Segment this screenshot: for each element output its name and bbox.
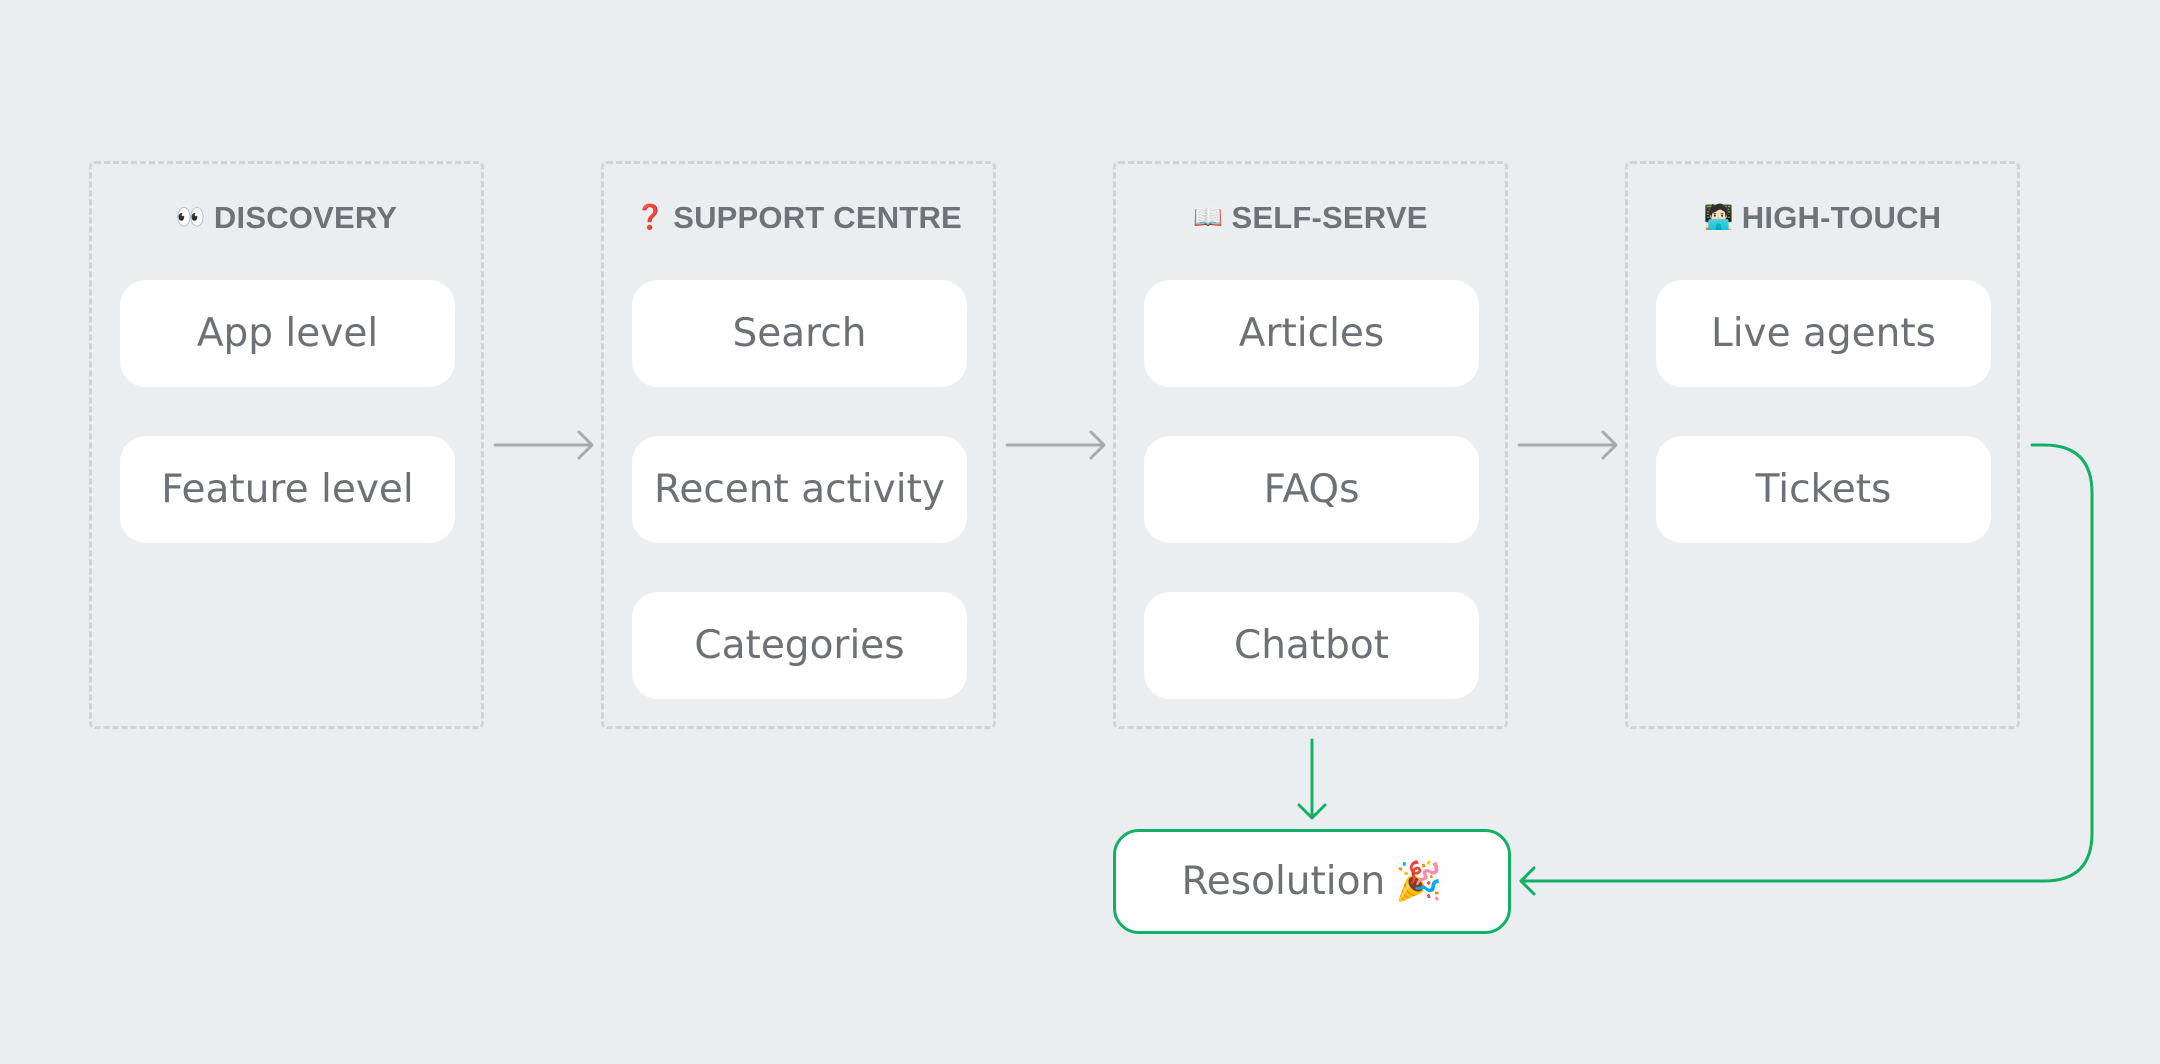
column-self-serve: 📖 SELF-SERVE Articles FAQs Chatbot (1113, 161, 1508, 729)
open-book-icon: 📖 (1193, 204, 1224, 231)
item-search: Search (632, 280, 967, 387)
resolution-box: Resolution🎉 (1113, 829, 1511, 934)
item-recent-activity: Recent activity (632, 436, 967, 543)
column-title-text: HIGH-TOUCH (1741, 200, 1942, 235)
party-popper-icon: 🎉 (1395, 859, 1443, 903)
resolution-label: Resolution (1181, 859, 1386, 904)
column-title: 📖 SELF-SERVE (1116, 200, 1505, 236)
item-chatbot: Chatbot (1144, 592, 1479, 699)
column-title: ❓ SUPPORT CENTRE (604, 200, 993, 236)
column-support-centre: ❓ SUPPORT CENTRE Search Recent activity C… (601, 161, 996, 729)
question-mark-icon: ❓ (635, 204, 666, 231)
column-title: 👀 DISCOVERY (92, 200, 481, 236)
item-feature-level: Feature level (120, 436, 455, 543)
item-articles: Articles (1144, 280, 1479, 387)
eyes-icon: 👀 (175, 204, 206, 231)
column-title-text: SUPPORT CENTRE (673, 200, 962, 235)
column-discovery: 👀 DISCOVERY App level Feature level (89, 161, 484, 729)
item-faqs: FAQs (1144, 436, 1479, 543)
item-live-agents: Live agents (1656, 280, 1991, 387)
item-categories: Categories (632, 592, 967, 699)
column-title: 🧑🏻‍💻 HIGH-TOUCH (1628, 200, 2017, 236)
flow-arrow-discovery-to-support (493, 430, 594, 460)
flow-arrow-support-to-self-serve (1005, 430, 1106, 460)
column-high-touch: 🧑🏻‍💻 HIGH-TOUCH Live agents Tickets (1625, 161, 2020, 729)
flow-arrow-self-serve-to-high-touch (1517, 430, 1618, 460)
technologist-icon: 🧑🏻‍💻 (1703, 204, 1734, 231)
item-tickets: Tickets (1656, 436, 1991, 543)
item-app-level: App level (120, 280, 455, 387)
column-title-text: SELF-SERVE (1231, 200, 1428, 235)
resolution-arrow-from-self-serve (1297, 738, 1327, 820)
column-title-text: DISCOVERY (213, 200, 398, 235)
